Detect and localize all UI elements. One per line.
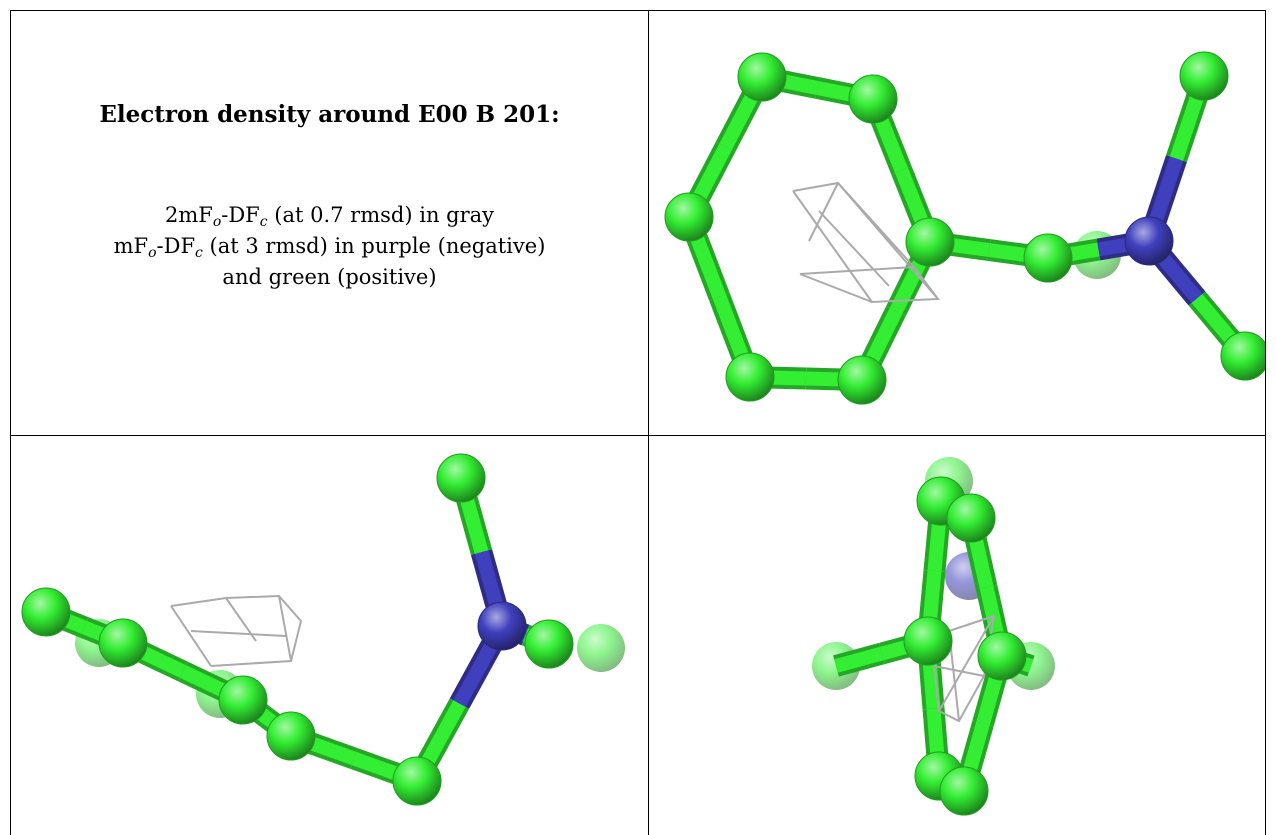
atom-carbon <box>664 192 714 242</box>
atom-carbon <box>21 587 71 637</box>
density-mesh <box>818 210 890 287</box>
atom-carbon <box>848 74 898 124</box>
density-mesh <box>799 266 915 275</box>
density-mesh <box>170 605 212 667</box>
density-mesh <box>808 182 839 242</box>
atom-carbon <box>98 618 148 668</box>
border-right <box>1265 10 1266 835</box>
density-mesh <box>170 594 303 667</box>
border-left <box>10 10 11 835</box>
atom-carbon <box>905 217 955 267</box>
atom-nitrogen <box>477 601 527 651</box>
atom-carbon <box>436 453 486 503</box>
atom-carbon <box>218 675 268 725</box>
atom-carbon <box>524 619 574 669</box>
legend-line-gray: 2mFo-DFc (at 0.7 rmsd) in gray <box>164 203 495 230</box>
molecule-svg-bottom-left <box>21 453 625 806</box>
panel-title: Electron density around E00 B 201: <box>99 101 560 128</box>
figure-grid: Electron density around E00 B 201: 2mFo-… <box>10 10 1266 835</box>
description-panel: Electron density around E00 B 201: 2mFo-… <box>11 11 648 435</box>
atom-carbon <box>1023 233 1073 283</box>
atom-carbon <box>903 616 953 666</box>
atom-carbon <box>266 711 316 761</box>
atom-carbon <box>725 352 775 402</box>
molecule-svg-bottom-right <box>812 457 1055 816</box>
density-mesh <box>837 182 939 300</box>
density-mesh <box>933 665 985 677</box>
density-mesh <box>278 595 292 662</box>
atom-carbon <box>1220 331 1265 381</box>
atom-carbon <box>392 756 442 806</box>
atom-carbon <box>1179 51 1229 101</box>
density-mesh <box>792 190 873 303</box>
density-mesh <box>190 630 287 637</box>
panel-description: 2mFo-DFc (at 0.7 rmsd) in gray mFo-DFc (… <box>114 200 546 293</box>
border-row-divider <box>10 435 1266 436</box>
density-mesh <box>938 615 995 712</box>
bond-highlight <box>834 646 884 673</box>
molecule-view-bottom-right <box>649 436 1265 835</box>
atom-carbon <box>837 355 887 405</box>
density-mesh <box>792 181 940 304</box>
molecule-svg-top-right <box>664 51 1265 405</box>
density-mesh <box>933 614 996 723</box>
atom-nitrogen <box>1124 216 1174 266</box>
legend-line-positive: and green (positive) <box>222 265 437 289</box>
molecule-view-bottom-left <box>11 436 648 835</box>
border-top <box>10 10 1266 11</box>
atom-faded-carbon <box>577 624 625 672</box>
border-middle <box>648 10 649 835</box>
atom-carbon <box>946 493 996 543</box>
legend-line-difference: mFo-DFc (at 3 rmsd) in purple (negative) <box>113 234 546 261</box>
molecule-view-top-right <box>649 11 1265 435</box>
atom-carbon <box>977 631 1027 681</box>
atom-carbon <box>737 52 787 102</box>
atom-carbon <box>939 766 989 816</box>
